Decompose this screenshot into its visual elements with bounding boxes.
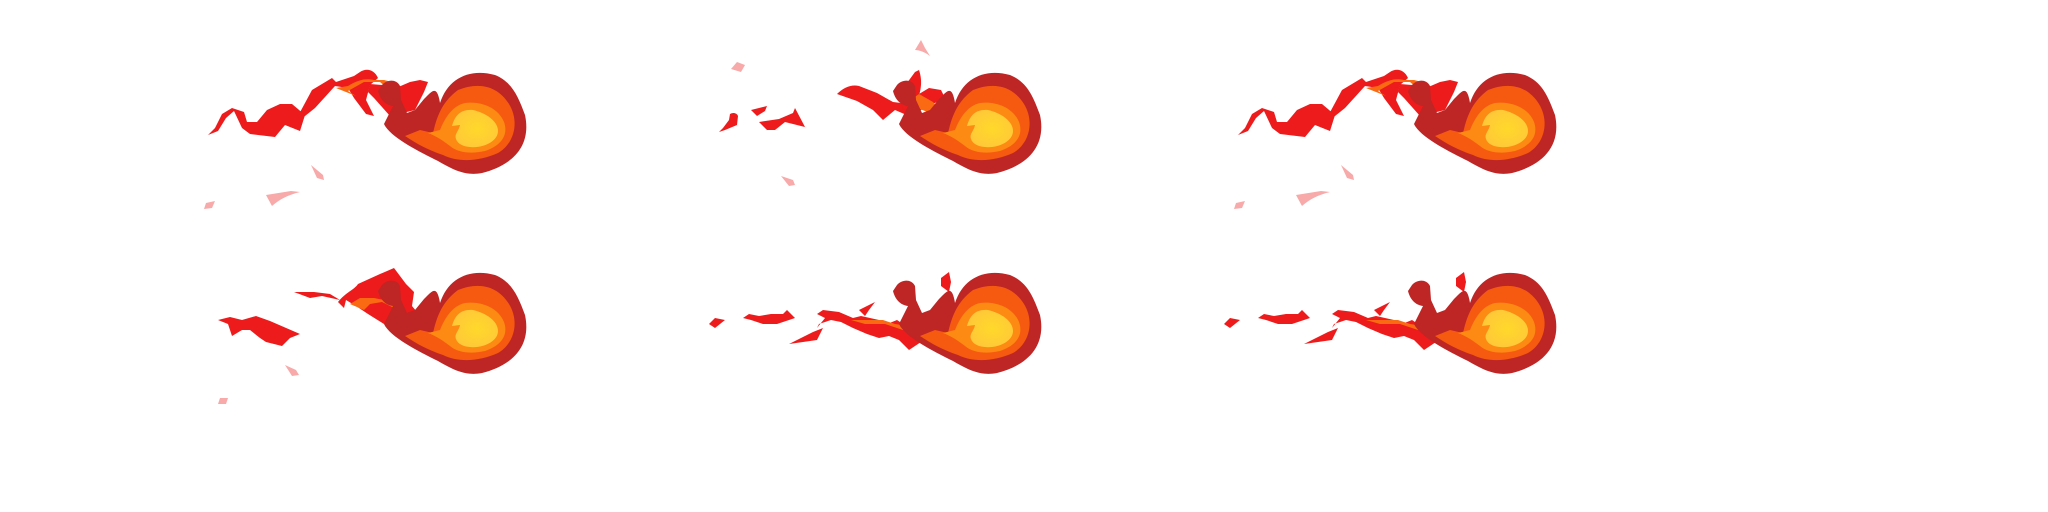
fireball-head <box>893 272 1042 374</box>
fireball-frame-3 <box>1234 69 1557 210</box>
fireball-frame-5 <box>709 272 1042 374</box>
fireball-head <box>1408 272 1557 374</box>
fireball-frame-6 <box>1224 272 1557 374</box>
fireball-frame-4 <box>218 268 527 404</box>
fireball-frame-1 <box>204 69 527 210</box>
sprite-frames <box>204 40 1557 404</box>
fireball-frame-2 <box>719 40 1042 186</box>
